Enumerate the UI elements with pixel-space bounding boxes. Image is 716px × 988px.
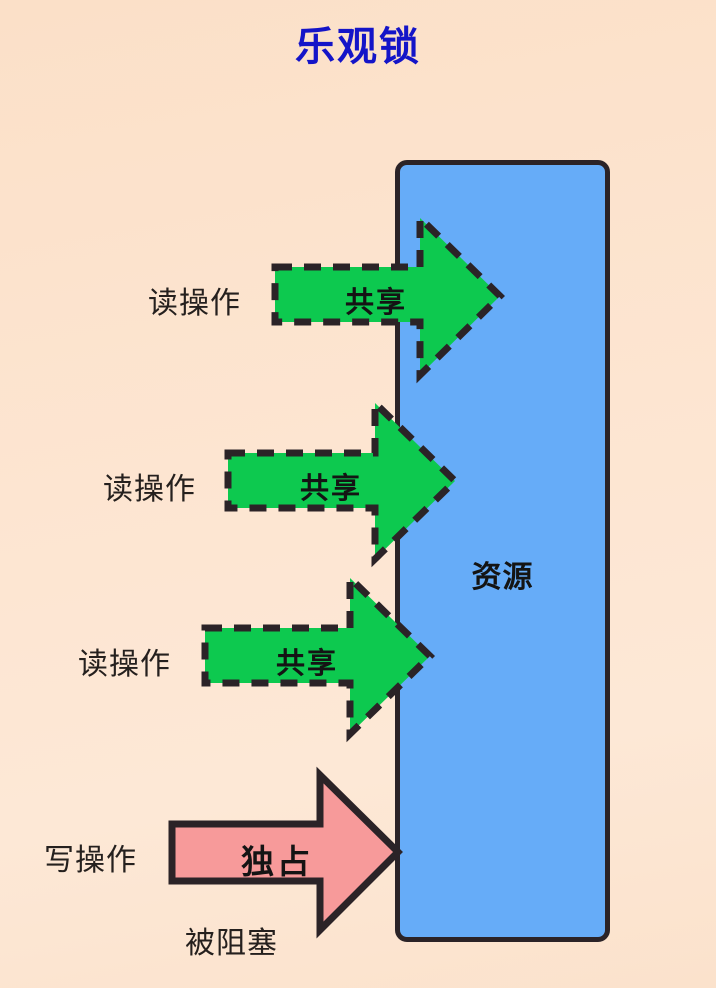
resource-label: 资源 (471, 560, 534, 595)
status-label-blocked: 被阻塞 (185, 926, 278, 961)
page-title: 乐观锁 (295, 24, 421, 70)
arrow-read-2 (224, 394, 461, 568)
arrow-write-1 (168, 766, 403, 939)
side-label-read-2: 读操作 (103, 472, 196, 507)
arrow-label-write-1: 独占 (241, 842, 313, 881)
arrow-label-read-2: 共享 (300, 471, 363, 505)
arrow-read-1 (271, 209, 505, 384)
side-label-write-1: 写操作 (44, 843, 137, 878)
arrow-label-read-3: 共享 (276, 646, 339, 680)
side-label-read-1: 读操作 (148, 286, 241, 321)
arrow-label-read-1: 共享 (345, 285, 408, 319)
side-label-read-3: 读操作 (78, 647, 171, 682)
arrow-read-3 (201, 569, 436, 743)
